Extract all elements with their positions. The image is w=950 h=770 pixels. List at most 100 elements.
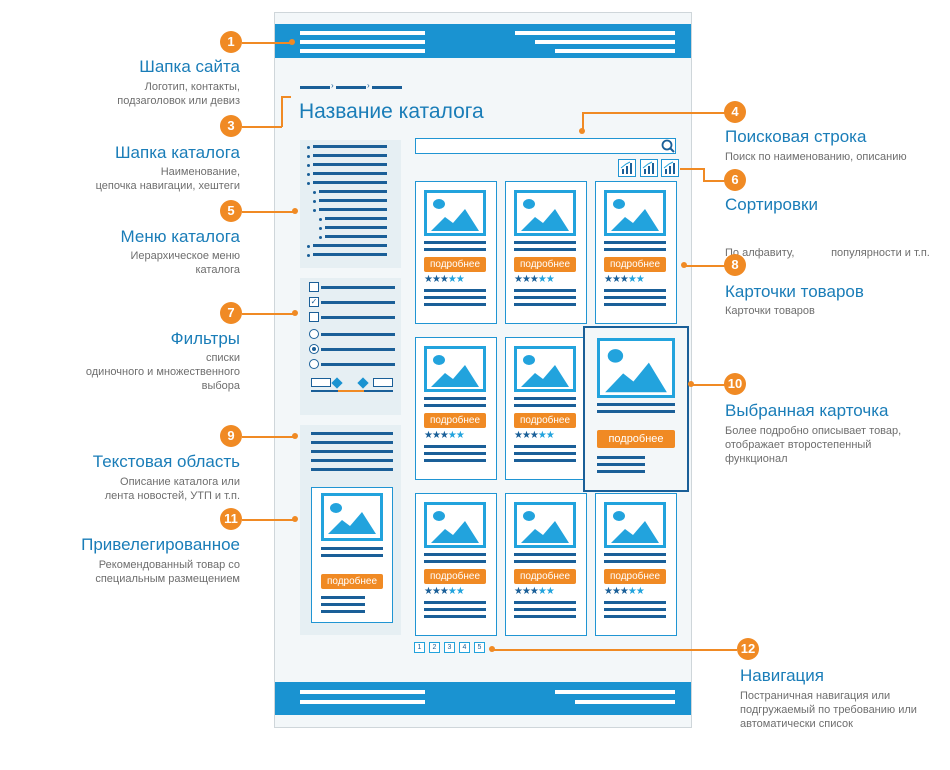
featured-product-card[interactable]: подробнее <box>311 487 393 623</box>
rating-stars: ★★★★★ <box>424 274 465 285</box>
filter-checkbox[interactable] <box>309 282 319 292</box>
range-slider-handle[interactable] <box>331 377 343 389</box>
details-button[interactable]: подробнее <box>424 257 486 272</box>
callout-number-9: 9 <box>220 425 242 447</box>
menu-bullet <box>307 254 310 257</box>
filter-radio-selected[interactable] <box>309 344 319 354</box>
callout-number-6: 6 <box>724 169 746 191</box>
card-title-line <box>424 560 486 563</box>
filter-radio[interactable] <box>309 359 319 369</box>
menu-item[interactable] <box>313 244 387 247</box>
menu-item[interactable] <box>325 217 387 220</box>
details-button[interactable]: подробнее <box>514 257 576 272</box>
label-text-area: Текстовая область <box>92 452 240 471</box>
card-desc-line <box>604 601 666 604</box>
product-card[interactable]: подробнее ★★★★★ <box>595 181 677 324</box>
product-card[interactable]: подробнее ★★★★★ <box>415 337 497 480</box>
range-max-field[interactable] <box>373 378 393 387</box>
menu-item[interactable] <box>319 190 387 193</box>
product-card[interactable]: подробнее★★★★★ <box>505 181 587 324</box>
card-desc-line <box>604 289 666 292</box>
menu-bullet <box>313 209 316 212</box>
filter-radio[interactable] <box>309 329 319 339</box>
sort-icon[interactable] <box>618 159 636 177</box>
selected-product-card[interactable]: подробнее <box>583 326 689 492</box>
desc-search: Поиск по наименованию, описанию <box>725 151 907 163</box>
product-card[interactable]: подробнее★★★★★ <box>415 493 497 636</box>
details-button[interactable]: подробнее <box>424 413 486 428</box>
page-number-button[interactable]: 5 <box>474 642 485 653</box>
details-button[interactable]: подробнее <box>597 430 675 448</box>
label-catalog-header: Шапка каталога <box>114 143 240 162</box>
details-button[interactable]: подробнее <box>604 257 666 272</box>
menu-item[interactable] <box>319 199 387 202</box>
card-desc-line <box>424 445 486 448</box>
header-line <box>300 40 425 44</box>
card-desc-line <box>424 303 486 306</box>
label-catalog-menu: Меню каталога <box>120 227 240 246</box>
card-desc-line <box>514 445 576 448</box>
rating-stars: ★★★★★ <box>424 430 465 441</box>
image-placeholder-icon <box>514 502 576 548</box>
page-number-button[interactable]: 2 <box>429 642 440 653</box>
menu-item[interactable] <box>313 253 387 256</box>
card-title-line <box>597 410 675 413</box>
details-button[interactable]: подробнее <box>424 569 486 584</box>
product-card[interactable]: подробнее★★★★★ <box>505 337 587 480</box>
page-number-button[interactable]: 4 <box>459 642 470 653</box>
product-card[interactable]: подробнее★★★★★ <box>505 493 587 636</box>
card-title-line <box>514 404 576 407</box>
card-title-line <box>604 248 666 251</box>
header-line <box>300 49 425 53</box>
card-desc-line <box>424 289 486 292</box>
filter-checkbox-checked[interactable]: ✓ <box>309 297 319 307</box>
page-number-button[interactable]: 1 <box>414 642 425 653</box>
filter-checkbox[interactable] <box>309 312 319 322</box>
image-placeholder-icon <box>597 338 675 398</box>
details-button[interactable]: подробнее <box>321 574 383 589</box>
range-slider-fill <box>338 390 364 392</box>
product-card[interactable]: подробнее ★★★★★ <box>415 181 497 324</box>
callout-number-1: 1 <box>220 31 242 53</box>
card-desc-line <box>604 296 666 299</box>
image-placeholder-icon <box>424 502 486 548</box>
card-title-line <box>604 241 666 244</box>
menu-item[interactable] <box>325 235 387 238</box>
details-button[interactable]: подробнее <box>604 569 666 584</box>
menu-bullet <box>307 173 310 176</box>
range-min-field[interactable] <box>311 378 331 387</box>
menu-item[interactable] <box>313 181 387 184</box>
rating-stars: ★★★★★ <box>604 274 645 285</box>
search-icon[interactable] <box>660 138 676 154</box>
menu-item[interactable] <box>313 154 387 157</box>
sort-icon[interactable] <box>640 159 658 177</box>
page-number-button[interactable]: 3 <box>444 642 455 653</box>
card-title-line <box>424 397 486 400</box>
details-button[interactable]: подробнее <box>514 413 576 428</box>
menu-item[interactable] <box>325 226 387 229</box>
range-slider-handle[interactable] <box>357 377 369 389</box>
menu-item[interactable] <box>319 208 387 211</box>
header-line <box>555 49 675 53</box>
menu-bullet <box>307 146 310 149</box>
menu-item[interactable] <box>313 172 387 175</box>
card-desc-line <box>604 615 666 618</box>
rating-stars: ★★★★★ <box>604 586 645 597</box>
menu-bullet <box>307 164 310 167</box>
image-placeholder-icon <box>604 502 666 548</box>
search-input[interactable] <box>415 138 676 154</box>
card-title-line <box>424 241 486 244</box>
label-sorting: Сортировки <box>725 195 818 214</box>
sort-icon[interactable] <box>661 159 679 177</box>
menu-bullet <box>313 191 316 194</box>
details-button[interactable]: подробнее <box>514 569 576 584</box>
product-card[interactable]: подробнее ★★★★★ <box>595 493 677 636</box>
callout-number-11: 11 <box>220 508 242 530</box>
card-title-line <box>424 404 486 407</box>
menu-item[interactable] <box>313 163 387 166</box>
menu-item[interactable] <box>313 145 387 148</box>
